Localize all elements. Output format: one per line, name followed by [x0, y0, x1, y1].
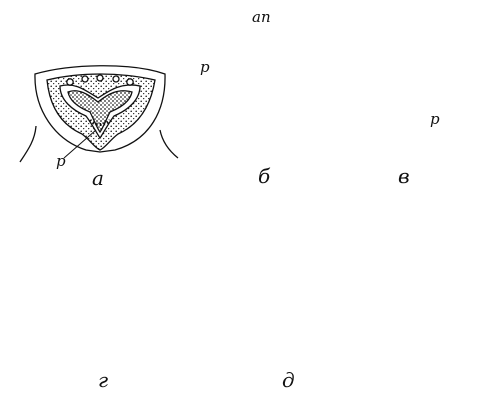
panel-a-drawing — [20, 66, 178, 162]
panel-a-label-p: p — [56, 154, 66, 169]
panel-a-caption: a — [92, 168, 104, 188]
panel-v-caption: в — [398, 166, 410, 186]
panel-v-label-p: p — [430, 112, 440, 127]
panel-b-caption: б — [258, 166, 270, 186]
panel-g-caption: г — [98, 370, 108, 390]
panel-d-caption: д — [282, 370, 295, 390]
panel-b-label-p: p — [200, 60, 210, 75]
panel-b-label-an: an — [252, 10, 271, 25]
